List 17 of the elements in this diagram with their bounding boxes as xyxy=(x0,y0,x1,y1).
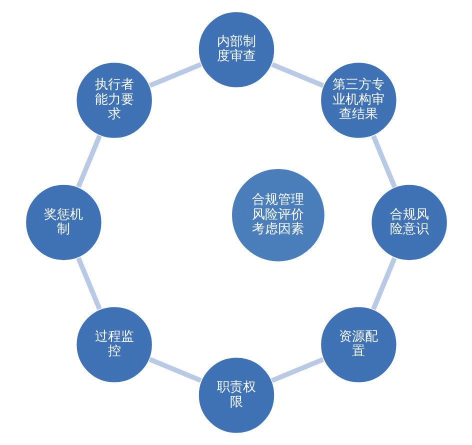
connector xyxy=(76,257,102,310)
connector xyxy=(148,62,202,88)
node-circle: 合规管理风险评价考虑因素 xyxy=(230,167,326,263)
connector xyxy=(270,62,324,88)
connector xyxy=(270,357,324,383)
node-circle: 职责权限 xyxy=(196,356,276,435)
node-circle: 过程监控 xyxy=(74,305,154,384)
connector xyxy=(76,134,102,188)
node-circle: 合规风险意识 xyxy=(370,183,448,262)
connector xyxy=(370,135,396,188)
node-circle: 第三方专业机构审查结果 xyxy=(318,61,398,140)
connector xyxy=(148,357,202,383)
node-circle: 执行者能力要求 xyxy=(74,61,154,140)
node-circle: 资源配置 xyxy=(318,305,398,384)
node-circle: 内部制度审查 xyxy=(196,10,276,89)
node-circle: 奖惩机制 xyxy=(24,183,102,262)
connector xyxy=(370,257,396,310)
